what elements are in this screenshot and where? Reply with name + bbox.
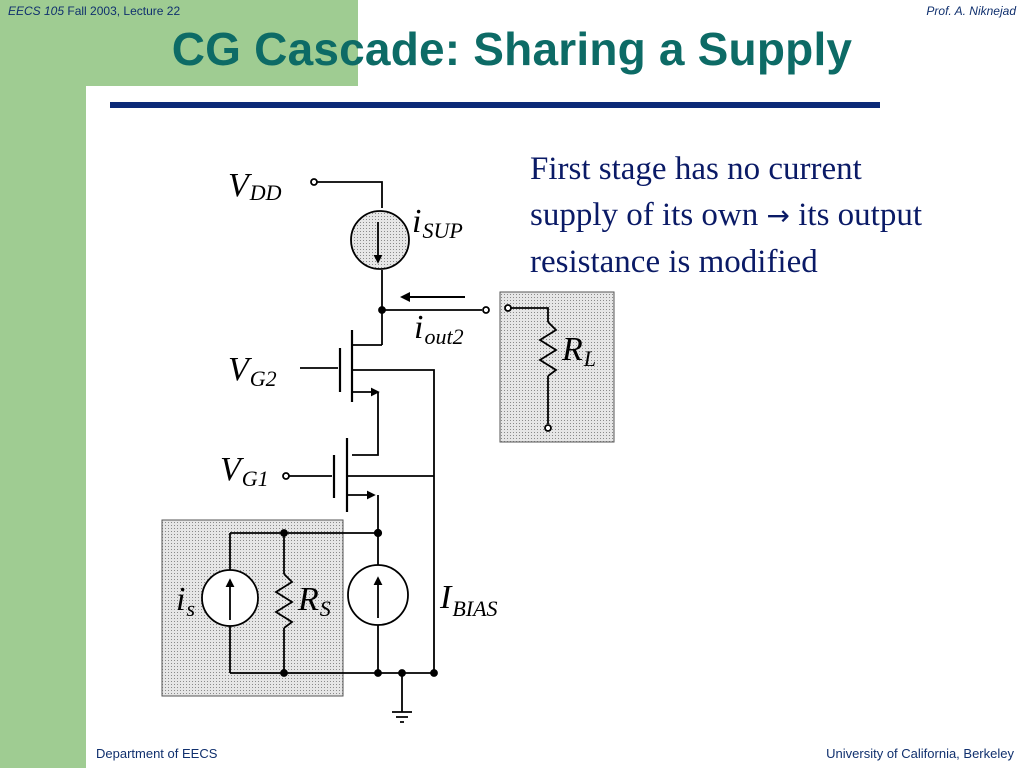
label-vg2: VG2 [228,351,277,391]
label-rs: RS [297,581,331,621]
title-underline [110,102,880,108]
label-vg1: VG1 [220,451,269,491]
footer-department: Department of EECS [96,746,218,761]
header-author: Prof. A. Niknejad [926,4,1016,18]
ground-icon [392,711,412,723]
top-accent-band [0,0,358,86]
output-terminal [482,306,490,314]
footer-university: University of California, Berkeley [826,746,1014,761]
body-ground-node [430,669,438,677]
load-terminal-top [504,304,512,312]
vdd-wire [317,181,383,208]
body-line-3: resistance is modified [530,244,818,280]
label-is: is [176,581,195,621]
slide-title: CG Cascade: Sharing a Supply [171,23,853,75]
load-box [499,291,615,443]
course-term: Fall 2003, Lecture 22 [67,4,181,18]
label-rl: RL [561,331,596,371]
resistor-rl [538,321,558,377]
rs-bottom-node [280,669,288,677]
resistor-rs [274,573,294,629]
load-terminal-bottom [544,424,552,432]
slide-body-text: First stage has no current supply of its… [530,146,1020,285]
ibias-bottom-node [374,669,382,677]
body-line-2: supply of its own → its output [530,192,1020,239]
course-code: EECS 105 [8,4,65,18]
vdd-terminal [310,178,318,186]
m2-body-wire [352,369,435,670]
body-line-2a: supply of its own [530,197,759,233]
body-line-1: First stage has no current [530,151,862,187]
label-iout2: iout2 [414,309,464,349]
left-accent-band [0,0,86,768]
body-line-2b: its output [798,197,923,233]
label-isup: iSUP [412,203,463,243]
cg-cascade-schematic: VDD iSUP iout2 RL VG2 VG1 is RS IBIAS [161,167,615,723]
label-ibias: IBIAS [439,579,498,621]
source-node [373,528,383,538]
right-arrow-icon: → [766,199,790,232]
label-vdd: VDD [228,167,282,205]
m2-to-m1-wire [352,392,379,456]
current-source-isup [350,210,410,270]
vg1-terminal [282,472,290,480]
header-course-info: EECS 105 Fall 2003, Lecture 22 [8,4,180,18]
load-wire-top [511,307,549,322]
